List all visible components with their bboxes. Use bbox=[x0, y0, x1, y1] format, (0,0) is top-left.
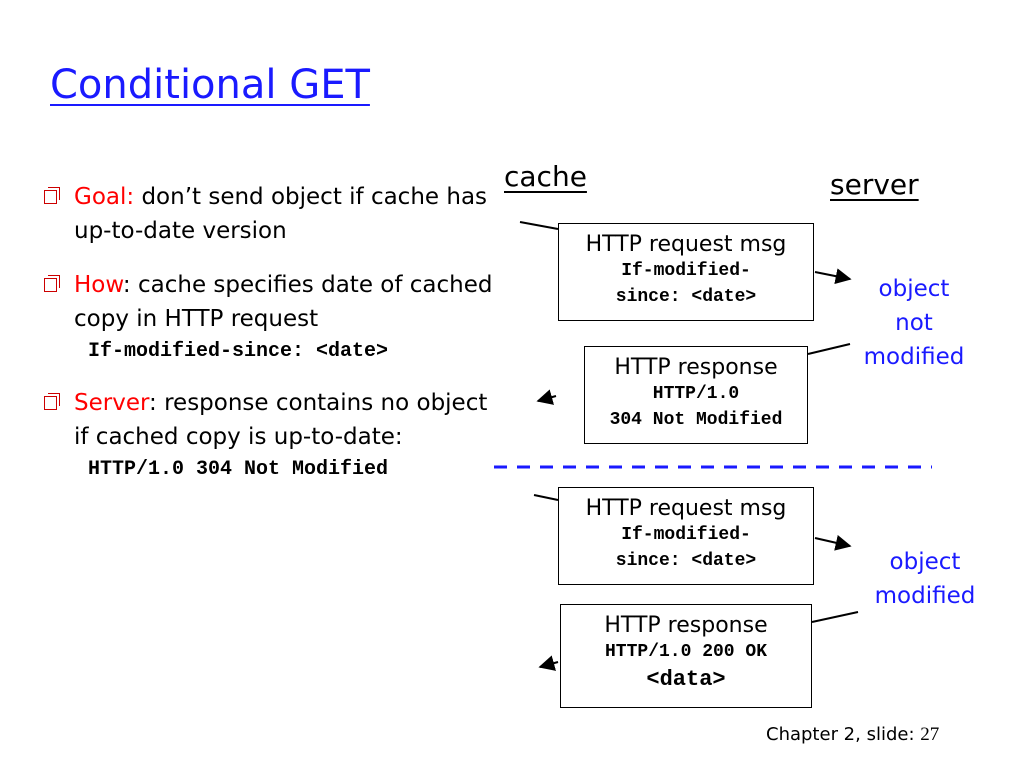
box-code: since: <date> bbox=[615, 287, 757, 307]
bullet-code: HTTP/1.0 304 Not Modified bbox=[88, 458, 389, 481]
slide-title: Conditional GET bbox=[50, 62, 370, 108]
box-title: HTTP request msg bbox=[585, 496, 787, 521]
box-code: HTTP/1.0 bbox=[652, 384, 740, 404]
box-code: <data> bbox=[646, 667, 726, 692]
box-code: If-modified- bbox=[621, 261, 751, 281]
bullet-keyword: How bbox=[74, 272, 123, 298]
box-code: If-modified- bbox=[621, 525, 751, 545]
box-title: HTTP response bbox=[614, 355, 778, 380]
bullet-text: don’t send object if cache has up-to-dat… bbox=[74, 184, 488, 244]
note-modified: object modified bbox=[858, 545, 992, 613]
req2-out-arrow bbox=[814, 534, 852, 551]
bullet-how: How: cache specifies date of cached copy… bbox=[40, 268, 500, 366]
resp2-in-line bbox=[811, 611, 859, 623]
box-code: 304 Not Modified bbox=[609, 410, 783, 430]
req1-out-arrow bbox=[814, 268, 852, 285]
bullet-box-icon bbox=[44, 393, 60, 410]
resp1-out-arrow bbox=[536, 389, 557, 405]
bullet-list: Goal: don’t send object if cache has up-… bbox=[40, 180, 500, 504]
req1-in-line bbox=[519, 221, 559, 230]
box-code: since: <date> bbox=[615, 551, 757, 571]
resp1-in-line bbox=[807, 343, 851, 355]
box-code: HTTP/1.0 200 OK bbox=[604, 642, 768, 662]
note-line: object bbox=[889, 549, 961, 575]
bullet-box-icon bbox=[44, 275, 60, 292]
note-not-modified: object not modified bbox=[852, 272, 976, 374]
footer-label: Chapter 2, slide: bbox=[766, 724, 915, 745]
response-box-1: HTTP response HTTP/1.0 304 Not Modified bbox=[584, 346, 808, 444]
bullet-keyword: Goal: bbox=[74, 184, 135, 210]
slide-footer: Chapter 2, slide: 27 bbox=[766, 724, 939, 746]
bullet-text: : cache specifies date of cached copy in… bbox=[74, 272, 493, 332]
server-header: server bbox=[830, 168, 919, 201]
box-title: HTTP response bbox=[604, 613, 768, 638]
bullet-code: If-modified-since: <date> bbox=[88, 340, 389, 363]
note-line: object bbox=[878, 276, 950, 302]
bullet-box-icon bbox=[44, 187, 60, 204]
req2-in-line bbox=[533, 494, 559, 501]
note-line: modified bbox=[874, 583, 976, 609]
resp2-out-arrow bbox=[538, 655, 559, 671]
cache-header: cache bbox=[504, 160, 587, 193]
request-box-2: HTTP request msg If-modified- since: <da… bbox=[558, 487, 814, 585]
bullet-server: Server: response contains no object if c… bbox=[40, 386, 500, 484]
note-line: not bbox=[895, 310, 933, 336]
bullet-text: : response contains no object if cached … bbox=[74, 390, 488, 450]
request-box-1: HTTP request msg If-modified- since: <da… bbox=[558, 223, 814, 321]
note-line: modified bbox=[863, 344, 965, 370]
box-title: HTTP request msg bbox=[585, 232, 787, 257]
bullet-goal: Goal: don’t send object if cache has up-… bbox=[40, 180, 500, 248]
slide-number: 27 bbox=[920, 724, 940, 745]
bullet-keyword: Server bbox=[74, 390, 150, 416]
response-box-2: HTTP response HTTP/1.0 200 OK <data> bbox=[560, 604, 812, 708]
